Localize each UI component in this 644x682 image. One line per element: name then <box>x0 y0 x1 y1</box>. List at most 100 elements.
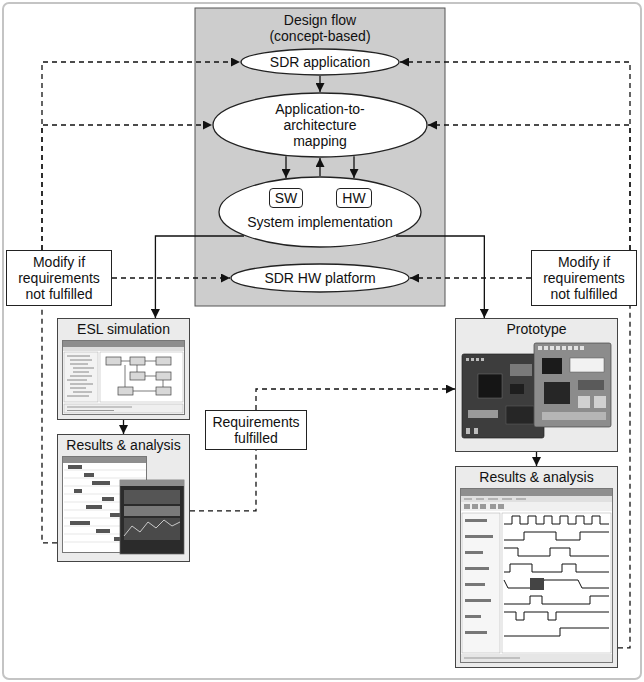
board-photo <box>594 396 606 408</box>
waveform-screenshot <box>504 580 609 588</box>
node-label: Modify if requirements not fulfilled <box>11 254 107 302</box>
analysis-screenshot <box>86 505 102 509</box>
waveform-screenshot <box>502 513 611 653</box>
ellipse-outline <box>213 93 427 157</box>
simulator-screenshot <box>67 407 132 408</box>
analysis-screenshot <box>64 470 146 471</box>
ellipse-outline <box>231 264 409 292</box>
ellipse-outline <box>218 176 422 248</box>
board-photo <box>478 374 502 398</box>
process-ellipse: System implementationSWHW <box>218 176 422 248</box>
node-label: Prototype <box>507 321 567 337</box>
connector-arrow <box>112 277 230 278</box>
board-photo <box>506 406 534 424</box>
waveform-screenshot <box>465 631 487 634</box>
analysis-screenshot <box>64 478 146 479</box>
connector-arrow <box>42 62 240 250</box>
stage-panel: Prototype <box>455 318 618 452</box>
simulator-screenshot <box>70 388 86 389</box>
stage-panel: Results & analysis <box>57 434 190 562</box>
board-photo <box>542 358 562 374</box>
outer-frame <box>3 3 641 679</box>
analysis-screenshot <box>70 521 90 525</box>
simulator-screenshot <box>100 352 183 402</box>
waveform-screenshot <box>465 567 489 570</box>
board-photo <box>544 346 548 350</box>
node-label: Results & analysis <box>479 469 593 485</box>
board-photo <box>481 358 484 361</box>
note-box: Modify if requirements not fulfilled <box>6 250 112 306</box>
panel-fill <box>195 8 445 306</box>
simulator-screenshot <box>130 372 145 380</box>
simulator-screenshot <box>73 392 92 393</box>
analysis-screenshot <box>63 457 146 463</box>
waveform-screenshot <box>472 504 478 509</box>
analysis-screenshot <box>124 520 180 536</box>
board-photo <box>570 358 604 372</box>
simulator-screenshot <box>121 361 163 391</box>
waveform-screenshot <box>461 496 612 502</box>
board-photo <box>578 380 604 390</box>
stage-panel: ESL simulation <box>57 318 190 420</box>
connector-arrow <box>536 452 537 466</box>
simulator-screenshot <box>63 341 184 347</box>
waveform-screenshot <box>464 658 520 659</box>
waveform-screenshot <box>464 499 472 500</box>
board-photo <box>466 428 470 434</box>
simulator-screenshot <box>70 364 88 365</box>
connector-arrow <box>123 420 124 434</box>
waveform-screenshot <box>530 578 544 590</box>
waveform-screenshot <box>465 519 493 634</box>
board-photo <box>471 358 474 361</box>
analysis-screenshot <box>124 506 180 516</box>
waveform-screenshot <box>462 513 500 653</box>
board-photo <box>562 346 566 350</box>
waveform-screenshot <box>464 504 504 509</box>
connector-arrow <box>42 306 57 543</box>
simulator-screenshot <box>118 387 133 395</box>
node-label: ESL simulation <box>77 321 170 337</box>
node-label: Application-to-architecture mapping <box>264 101 376 149</box>
board-photo <box>544 382 570 404</box>
simulator-screenshot <box>70 384 93 385</box>
waveform-screenshot <box>498 504 504 509</box>
waveform-screenshot <box>504 548 609 556</box>
connector-arrow <box>285 156 286 178</box>
waveform-screenshot <box>516 499 526 500</box>
simulator-screenshot <box>67 396 89 397</box>
board-photo <box>580 346 584 350</box>
waveform-screenshot <box>460 488 613 663</box>
board-photo <box>538 346 542 350</box>
board-photo <box>466 358 484 434</box>
analysis-screenshot <box>62 456 185 557</box>
board-photo <box>510 364 532 376</box>
connector-arrow <box>353 156 354 178</box>
board-photo <box>468 410 498 418</box>
connector-arrow <box>618 306 630 648</box>
node-label: HW <box>342 190 365 206</box>
waveform-screenshot <box>504 628 609 636</box>
waveform-screenshot <box>465 551 483 554</box>
connector-arrow <box>410 277 531 278</box>
waveform-screenshot <box>461 502 612 511</box>
waveform-screenshot <box>480 504 486 509</box>
node-label: Results & analysis <box>66 437 180 453</box>
simulator-screenshot <box>73 368 94 369</box>
node-label: Requirements fulfilled <box>212 414 299 446</box>
simulator-screenshot <box>73 372 89 373</box>
simulator-screenshot <box>106 357 121 365</box>
board-photo <box>462 354 544 438</box>
node-label: SW <box>275 190 298 206</box>
simulator-screenshot <box>130 357 145 365</box>
waveform-screenshot <box>461 489 612 496</box>
connector-arrow <box>319 158 320 176</box>
simulator-screenshot <box>63 341 185 415</box>
simulator-screenshot <box>156 372 171 380</box>
waveform-screenshot <box>465 535 493 538</box>
simulator-screenshot <box>70 360 92 361</box>
waveform-screenshot <box>465 583 485 586</box>
waveform-screenshot <box>504 532 609 540</box>
board-photo <box>550 346 554 350</box>
waveform-screenshot <box>461 489 613 663</box>
component-box: HW <box>336 188 371 208</box>
